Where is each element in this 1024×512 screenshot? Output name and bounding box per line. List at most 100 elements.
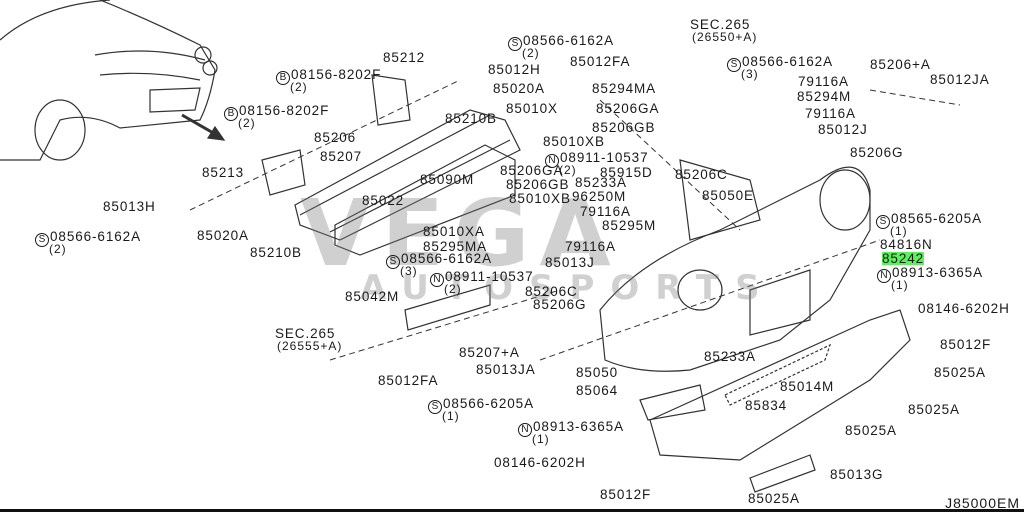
part-callout-85013g[interactable]: 85013G	[830, 468, 883, 482]
part-callout-85025a[interactable]: 85025A	[748, 491, 800, 506]
part-callout-85210b[interactable]: 85210B	[445, 112, 497, 126]
part-callout-85010xb[interactable]: 85010XB	[543, 135, 605, 149]
part-number: 85025A	[748, 491, 800, 506]
part-callout-85294m[interactable]: 85294M	[797, 90, 851, 104]
part-callout-85294ma[interactable]: 85294MA	[592, 82, 656, 96]
part-callout-85050[interactable]: 85050	[576, 366, 618, 380]
part-callout-85206gb[interactable]: 85206GB	[506, 177, 570, 192]
part-number: 85013H	[103, 199, 156, 214]
part-number: 85020A	[493, 81, 545, 96]
part-callout-85206-a[interactable]: 85206+A	[870, 57, 931, 72]
part-number: 85010XB	[509, 191, 571, 206]
part-callout-85020a[interactable]: 85020A	[197, 229, 249, 243]
part-number: 85012J	[818, 122, 868, 137]
part-number: 85206GB	[506, 177, 570, 192]
part-callout-85233a[interactable]: 85233A	[704, 350, 756, 364]
part-callout-85206g[interactable]: 85206G	[533, 298, 586, 312]
part-callout-85010x[interactable]: 85010X	[506, 102, 558, 116]
part-callout-85020a[interactable]: 85020A	[493, 81, 545, 96]
circled-prefix-icon: S	[508, 37, 522, 51]
part-callout-85206[interactable]: 85206	[314, 131, 356, 145]
part-callout-85295ma[interactable]: 85295MA	[423, 240, 487, 254]
part-callout-sec-265[interactable]: SEC.265	[690, 18, 750, 32]
part-callout-96250m[interactable]: 96250M	[572, 190, 626, 204]
part-number: 85213	[202, 165, 245, 180]
part-callout-85010xb[interactable]: 85010XB	[509, 191, 571, 206]
part-callout-85210b[interactable]: 85210B	[250, 246, 302, 260]
circled-prefix-icon: S	[876, 215, 890, 229]
part-callout-85242[interactable]: 85242	[882, 251, 925, 266]
part-callout-85206ga[interactable]: 85206GA	[596, 102, 659, 116]
part-callout-85050e[interactable]: 85050E	[702, 189, 754, 203]
part-callout-85013h[interactable]: 85013H	[103, 199, 156, 214]
part-callout-85915d[interactable]: 85915D	[600, 165, 653, 180]
part-quantity: (2)	[49, 242, 67, 256]
part-callout-85207-a[interactable]: 85207+A	[459, 346, 520, 360]
part-callout-85013j[interactable]: 85013J	[545, 255, 595, 270]
part-callout-85012f[interactable]: 85012F	[940, 338, 991, 352]
part-callout-85025a[interactable]: 85025A	[845, 424, 897, 438]
part-callout-85834[interactable]: 85834	[745, 399, 787, 413]
part-number: 85013JA	[476, 362, 536, 377]
part-callout-85213[interactable]: 85213	[202, 165, 245, 180]
part-callout-08146-6202h[interactable]: 08146-6202H	[918, 302, 1010, 316]
part-callout-85012f[interactable]: 85012F	[600, 488, 651, 502]
part-callout-84816n[interactable]: 84816N	[880, 238, 933, 252]
part-callout-85233a[interactable]: 85233A	[575, 176, 627, 190]
part-callout-85064[interactable]: 85064	[576, 384, 618, 398]
bottom-border	[0, 509, 1024, 512]
part-callout-85090m[interactable]: 85090M	[420, 173, 474, 187]
part-number: 85013J	[545, 255, 595, 270]
part-number: 85915D	[600, 165, 653, 180]
part-quantity: (1)	[891, 278, 909, 292]
part-number: 85242	[882, 251, 925, 266]
part-number: 08913-6365A	[892, 265, 983, 280]
part-callout-85025a[interactable]: 85025A	[934, 366, 986, 380]
part-callout-85206g[interactable]: 85206G	[850, 146, 903, 160]
part-callout-sec-265[interactable]: SEC.265	[275, 327, 335, 341]
part-callout-85012fa[interactable]: 85012FA	[570, 55, 630, 69]
part-number: 79116A	[565, 239, 616, 254]
part-callout-85295m[interactable]: 85295M	[602, 219, 656, 233]
part-callout-85212[interactable]: 85212	[383, 50, 426, 65]
part-callout-85042m[interactable]: 85042M	[345, 290, 399, 304]
circled-prefix-icon: B	[224, 107, 238, 121]
part-callout-85206gb[interactable]: 85206GB	[592, 121, 655, 135]
part-callout-85013ja[interactable]: 85013JA	[476, 362, 536, 377]
part-callout-85012fa[interactable]: 85012FA	[378, 374, 438, 388]
part-callout-85012h[interactable]: 85012H	[488, 63, 541, 77]
part-number: 85212	[383, 50, 426, 65]
part-callout-85206c[interactable]: 85206C	[675, 168, 728, 182]
part-callout-85022[interactable]: 85022	[362, 194, 404, 208]
part-number: 08566-6162A	[401, 251, 492, 266]
part-callout-79116a[interactable]: 79116A	[565, 239, 616, 254]
part-callout-85010xa[interactable]: 85010XA	[423, 224, 485, 239]
part-number: 85010XA	[423, 224, 485, 239]
part-callout-79116a[interactable]: 79116A	[798, 75, 849, 89]
part-callout-85207[interactable]: 85207	[320, 150, 362, 164]
part-callout-85206c[interactable]: 85206C	[525, 285, 578, 299]
part-callout-79116a[interactable]: 79116A	[580, 205, 631, 219]
part-callout-85206ga[interactable]: 85206GA	[500, 164, 563, 178]
part-callout-79116a[interactable]: 79116A	[805, 107, 856, 121]
part-quantity: (3)	[400, 264, 418, 278]
diffuser-85014M	[649, 309, 911, 461]
part-callout-85012j[interactable]: 85012J	[818, 122, 868, 137]
part-number: 85206+A	[870, 57, 931, 72]
part-callout-85025a[interactable]: 85025A	[908, 403, 960, 417]
part-callout-08146-6202h[interactable]: 08146-6202H	[494, 456, 586, 470]
part-callout-85012ja[interactable]: 85012JA	[930, 73, 990, 87]
part-callout-85014m[interactable]: 85014M	[780, 380, 834, 394]
